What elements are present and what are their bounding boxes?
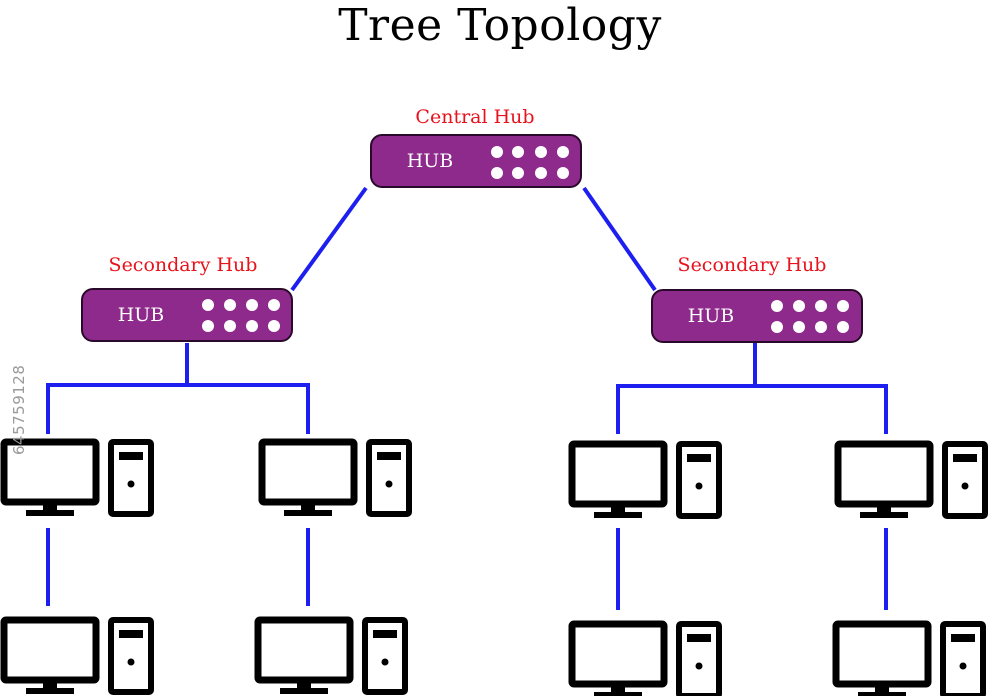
secondary-hub-left-label: Secondary Hub <box>108 254 258 276</box>
secondary-hub-right-text: HUB <box>688 305 735 327</box>
monitor-icon <box>0 438 100 506</box>
tower-drive-bay <box>953 454 977 462</box>
tower-power-button <box>127 658 135 666</box>
tower-drive-bay <box>373 630 397 638</box>
tower-drive-bay <box>951 634 975 642</box>
computer-icon <box>254 616 408 695</box>
monitor-neck <box>297 682 311 690</box>
monitor-stand <box>594 692 642 696</box>
computer-icon <box>832 620 986 696</box>
monitor-stand <box>858 692 906 696</box>
diagram-title: Tree Topology <box>338 0 662 51</box>
monitor-stand <box>594 512 642 518</box>
secondary-hub-right-label: Secondary Hub <box>677 254 827 276</box>
computer-icon <box>834 440 988 519</box>
central-hub: HUB <box>370 134 582 188</box>
tower-power-button <box>695 662 703 670</box>
monitor-stand <box>26 688 74 694</box>
tower-power-button <box>959 662 967 670</box>
central-hub-ports <box>491 146 569 179</box>
tower-drive-bay <box>687 634 711 642</box>
monitor-stand <box>26 510 74 516</box>
tower-drive-bay <box>687 454 711 462</box>
monitor-icon <box>834 440 934 508</box>
tower-icon <box>940 621 986 696</box>
tower-drive-bay <box>377 452 401 460</box>
monitor-neck <box>301 504 315 512</box>
computer-icon <box>568 440 722 519</box>
monitor-icon <box>832 620 932 688</box>
stock-id-watermark: 645759128 <box>10 364 28 455</box>
secondary-hub-right: HUB <box>651 289 863 343</box>
computer-icon <box>0 438 154 517</box>
computer-icon <box>0 616 154 695</box>
secondary-hub-left-ports <box>202 299 280 332</box>
monitor-icon <box>568 440 668 508</box>
link-left-bus <box>46 383 310 434</box>
tower-drive-bay <box>119 630 143 638</box>
secondary-hub-left: HUB <box>81 288 293 342</box>
monitor-neck <box>611 686 625 694</box>
computer-icon <box>568 620 722 696</box>
monitor-icon <box>0 616 100 684</box>
monitor-neck <box>43 682 57 690</box>
tower-icon <box>676 621 722 696</box>
monitor-neck <box>877 506 891 514</box>
tower-power-button <box>695 482 703 490</box>
secondary-hub-right-ports <box>771 300 849 333</box>
monitor-stand <box>284 510 332 516</box>
computer-icon <box>258 438 412 517</box>
monitor-stand <box>860 512 908 518</box>
tower-power-button <box>961 482 969 490</box>
monitor-icon <box>254 616 354 684</box>
central-hub-text: HUB <box>407 150 454 172</box>
tower-power-button <box>385 480 393 488</box>
monitor-neck <box>43 504 57 512</box>
tower-power-button <box>127 480 135 488</box>
monitor-neck <box>875 686 889 694</box>
secondary-hub-left-text: HUB <box>118 304 165 326</box>
tower-power-button <box>381 658 389 666</box>
link-central-to-right-hub <box>582 186 657 292</box>
link-right-bus <box>616 384 888 434</box>
monitor-icon <box>568 620 668 688</box>
monitor-neck <box>611 506 625 514</box>
computers <box>0 438 988 696</box>
monitor-icon <box>258 438 358 506</box>
central-hub-label: Central Hub <box>415 106 535 128</box>
link-central-to-left-hub <box>290 186 368 292</box>
network-links <box>46 186 888 610</box>
tower-drive-bay <box>119 452 143 460</box>
monitor-stand <box>280 688 328 694</box>
